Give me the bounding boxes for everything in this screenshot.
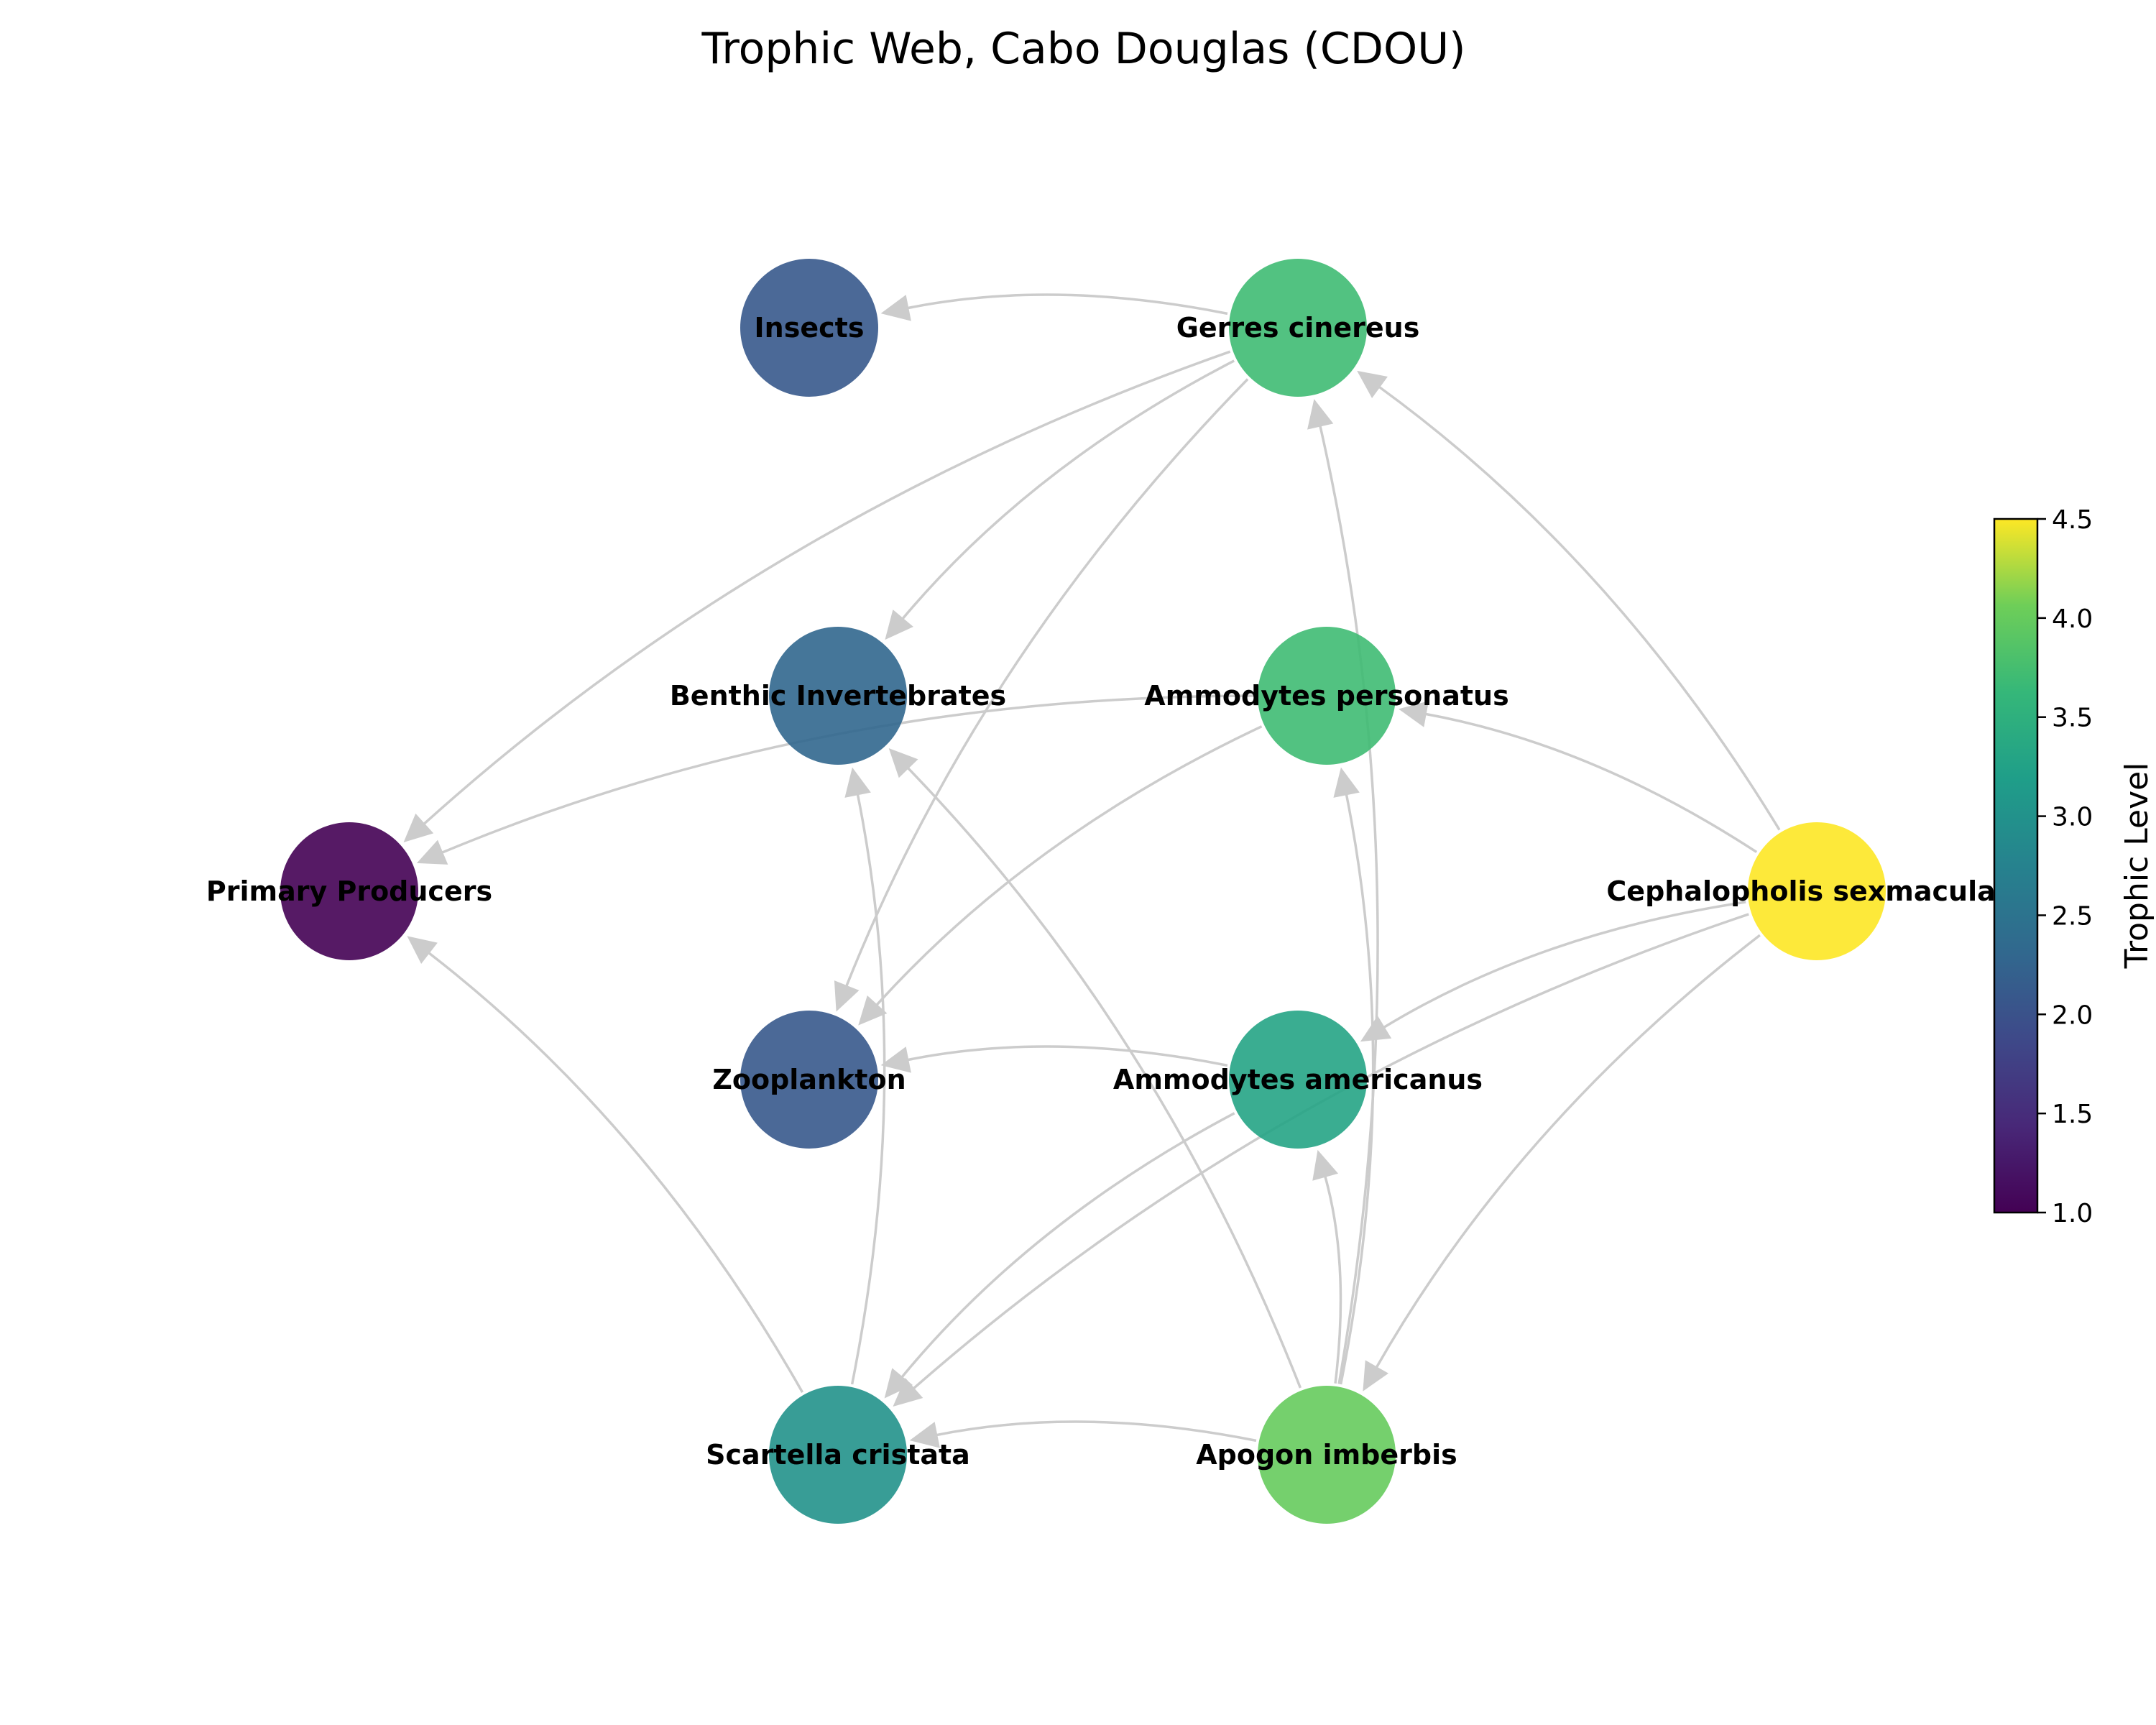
arrowhead-icon [893, 1378, 923, 1407]
node-zooplankton [740, 1011, 878, 1149]
edge-line [907, 767, 1302, 1389]
arrowhead-icon [844, 767, 871, 798]
edge-scartella-to-primary [407, 936, 804, 1393]
edge-gerres-to-benthic [885, 359, 1235, 640]
colorbar-ticks: 1.0 1.5 2.0 2.5 3.0 3.5 4.0 4.5 [2037, 505, 2093, 1228]
arrowhead-icon [1357, 370, 1388, 398]
edge-gerres-to-primary [403, 350, 1231, 842]
edge-apogon-to-gerres [1307, 399, 1379, 1384]
arrowhead-icon [1307, 399, 1334, 430]
node-benthic [769, 627, 907, 765]
edge-line [875, 725, 1263, 1006]
edge-apogon-to-benthic [888, 748, 1302, 1389]
edge-line [936, 1420, 1257, 1443]
edge-line [850, 794, 886, 1385]
edge-line [1378, 385, 1781, 831]
colorbar-tick-label: 1.5 [2052, 1100, 2093, 1129]
colorbar: 1.0 1.5 2.0 2.5 3.0 3.5 4.0 4.5 Trophic Level [1993, 505, 2155, 1228]
colorbar-tick-label: 4.5 [2052, 505, 2093, 535]
colorbar-tick-label: 4.0 [2052, 604, 2093, 634]
node-amm_amer [1229, 1011, 1367, 1149]
edge-gerres-to-zooplankton [834, 378, 1249, 1012]
node-label-gerres: Gerres cinereus [1176, 312, 1420, 344]
node-label-scartella: Scartella cristata [706, 1439, 970, 1471]
edge-line [423, 350, 1231, 825]
node-cephalopholis [1748, 822, 1886, 960]
edge-gerres-to-insects [880, 293, 1228, 321]
edge-line [428, 952, 804, 1393]
edges-layer [403, 293, 1781, 1448]
arrowhead-icon [407, 936, 438, 965]
arrowhead-icon [416, 840, 448, 865]
edge-cephalopholis-to-amm_amer [1360, 901, 1746, 1042]
colorbar-gradient [1993, 518, 2039, 1214]
colorbar-label: Trophic Level [2119, 763, 2155, 970]
node-apogon [1258, 1386, 1396, 1524]
colorbar-tick-label: 2.5 [2052, 901, 2093, 931]
arrowhead-icon [880, 295, 911, 321]
node-amm_pers [1258, 627, 1396, 765]
colorbar-tick-label: 2.0 [2052, 1000, 2093, 1030]
edge-amm_amer-to-scartella [884, 1112, 1235, 1399]
edge-line [1425, 712, 1758, 853]
arrowhead-icon [1333, 767, 1360, 798]
edge-line [907, 1045, 1228, 1067]
arrowhead-icon [909, 1422, 940, 1448]
edge-amm_amer-to-zooplankton [880, 1045, 1228, 1073]
colorbar-tick-label: 1.0 [2052, 1199, 2093, 1228]
edge-line [907, 293, 1228, 316]
arrowhead-icon [884, 1368, 913, 1399]
arrowhead-icon [1398, 701, 1429, 727]
edge-cephalopholis-to-gerres [1357, 370, 1781, 831]
node-label-primary: Primary Producers [206, 875, 492, 907]
edge-line [913, 913, 1749, 1390]
node-gerres [1229, 259, 1367, 397]
arrowhead-icon [858, 995, 888, 1026]
arrowhead-icon [834, 980, 860, 1012]
edge-line [901, 359, 1235, 620]
edge-scartella-to-benthic [844, 767, 886, 1385]
colorbar-tick-label: 3.5 [2052, 704, 2093, 733]
node-label-insects: Insects [755, 312, 865, 344]
edge-line [1375, 934, 1761, 1368]
edge-amm_pers-to-zooplankton [858, 725, 1263, 1026]
edge-line [1319, 426, 1379, 1384]
edge-line [1383, 901, 1746, 1029]
node-label-cephalopholis: Cephalopholis sexmaculata [1606, 875, 2027, 907]
arrowhead-icon [1360, 1015, 1392, 1042]
arrowhead-icon [1363, 1360, 1389, 1392]
edge-line [845, 378, 1249, 987]
arrowhead-icon [403, 813, 434, 842]
edge-apogon-to-scartella [909, 1420, 1257, 1448]
node-label-zooplankton: Zooplankton [712, 1064, 906, 1095]
node-label-amm_pers: Ammodytes personatus [1144, 680, 1508, 712]
node-label-benthic: Benthic Invertebrates [670, 680, 1006, 712]
arrowhead-icon [1312, 1149, 1339, 1181]
node-primary [280, 822, 418, 960]
diagram-title: Trophic Web, Cabo Douglas (CDOU) [701, 24, 1465, 74]
node-insects [740, 259, 878, 397]
arrowhead-icon [885, 610, 913, 640]
arrowhead-icon [880, 1046, 911, 1073]
node-label-amm_amer: Ammodytes americanus [1113, 1064, 1483, 1095]
edge-apogon-to-amm_amer [1312, 1149, 1342, 1384]
edge-line [900, 1112, 1235, 1379]
edge-cephalopholis-to-amm_pers [1398, 701, 1758, 853]
colorbar-tick-label: 3.0 [2052, 803, 2093, 832]
node-label-apogon: Apogon imberbis [1196, 1439, 1457, 1471]
arrowhead-icon [888, 748, 918, 778]
edge-line [1324, 1176, 1342, 1384]
node-scartella [769, 1386, 907, 1524]
edge-cephalopholis-to-apogon [1363, 934, 1761, 1392]
